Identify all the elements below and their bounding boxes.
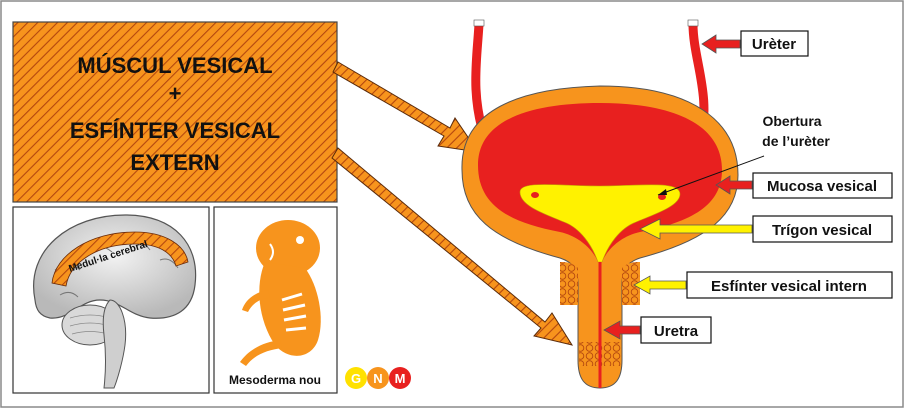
title-line-2: + [169, 81, 182, 106]
title-line-1: MÚSCUL VESICAL [77, 53, 272, 78]
title-line-4: EXTERN [130, 150, 219, 175]
label-ureter-text: Urèter [752, 36, 796, 53]
left-ureter-opening [531, 192, 539, 198]
label-mucosa-text: Mucosa vesical [767, 178, 877, 195]
label-ureter: Urèter [741, 31, 808, 56]
embryo-panel: Mesoderma nou [214, 207, 337, 393]
label-uretra: Uretra [641, 317, 711, 343]
label-uretra-text: Uretra [654, 323, 699, 340]
label-obertura-line2: de l’urèter [762, 133, 830, 149]
title-line-3: ESFÍNTER VESICAL [70, 118, 280, 143]
label-obertura-line1: Obertura [762, 113, 821, 129]
embryo-label: Mesoderma nou [229, 373, 321, 387]
gnm-logo: G N M [345, 367, 411, 389]
label-trigon-text: Trígon vesical [772, 222, 872, 239]
brain-panel: Medul·la cerebral [13, 207, 209, 393]
logo-n: N [373, 371, 382, 386]
label-internal-sphincter: Esfínter vesical intern [687, 272, 892, 298]
logo-g: G [351, 371, 361, 386]
label-mucosa: Mucosa vesical [753, 173, 892, 198]
label-internal-sphincter-text: Esfínter vesical intern [711, 278, 867, 295]
label-trigon: Trígon vesical [753, 216, 892, 242]
internal-sphincter-left [560, 262, 578, 305]
title-box: MÚSCUL VESICAL + ESFÍNTER VESICAL EXTERN [13, 22, 337, 202]
logo-m: M [395, 371, 406, 386]
